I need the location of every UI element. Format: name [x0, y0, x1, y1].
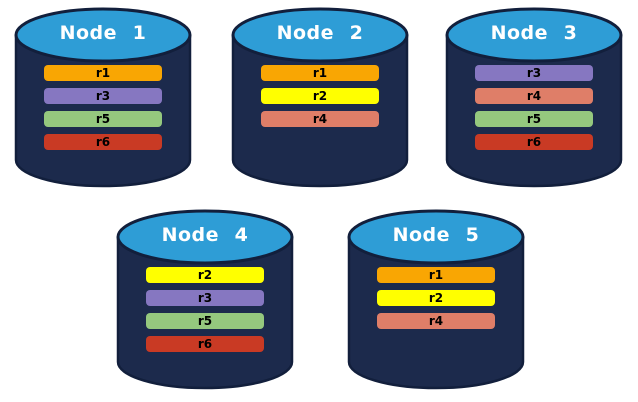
replica-bar: r1	[377, 267, 495, 283]
cylinder-outline	[116, 237, 294, 390]
replica-bar: r4	[261, 111, 379, 127]
cylinder-top	[349, 211, 523, 263]
cylinder-outline	[231, 35, 409, 188]
replica-bar: r5	[475, 111, 593, 127]
cylinder-top-outline	[14, 7, 192, 63]
node-cylinder-5: Node 5 r1 r2 r4	[345, 209, 527, 391]
replica-bar: r5	[44, 111, 162, 127]
replica-bar: r3	[44, 88, 162, 104]
replica-bar: r2	[146, 267, 264, 283]
node-label: Node 1	[59, 22, 147, 44]
cylinder-top-outline	[445, 7, 623, 63]
replica-bar: r1	[261, 65, 379, 81]
replica-list: r2 r3 r5 r6	[146, 267, 264, 359]
cylinder-top	[118, 211, 292, 263]
node-label: Node 5	[392, 224, 480, 246]
replica-bar: r3	[146, 290, 264, 306]
replica-bar: r2	[261, 88, 379, 104]
replica-list: r1 r3 r5 r6	[44, 65, 162, 157]
replica-bar: r1	[44, 65, 162, 81]
cylinder-top	[447, 9, 621, 61]
node-cylinder-4: Node 4 r2 r3 r5 r6	[114, 209, 296, 391]
replica-bar: r4	[475, 88, 593, 104]
node-label: Node 2	[276, 22, 364, 44]
cylinder-top-outline	[347, 209, 525, 265]
node-cylinder-1: Node 1 r1 r3 r5 r6	[12, 7, 194, 189]
cylinder-top-outline	[231, 7, 409, 63]
node-cylinder-3: Node 3 r3 r4 r5 r6	[443, 7, 625, 189]
replica-list: r3 r4 r5 r6	[475, 65, 593, 157]
replica-bar: r5	[146, 313, 264, 329]
cylinder-top-outline	[116, 209, 294, 265]
replica-bar: r6	[146, 336, 264, 352]
replica-list: r1 r2 r4	[377, 267, 495, 336]
replica-bar: r3	[475, 65, 593, 81]
replica-bar: r4	[377, 313, 495, 329]
replica-bar: r6	[475, 134, 593, 150]
replica-bar: r2	[377, 290, 495, 306]
cylinder-outline	[14, 35, 192, 188]
node-label: Node 4	[161, 224, 249, 246]
replica-list: r1 r2 r4	[261, 65, 379, 134]
node-label: Node 3	[490, 22, 578, 44]
cylinder-outline	[347, 237, 525, 390]
cylinder-top	[16, 9, 190, 61]
replica-bar: r6	[44, 134, 162, 150]
cylinder-outline	[445, 35, 623, 188]
cylinder-top	[233, 9, 407, 61]
node-cylinder-2: Node 2 r1 r2 r4	[229, 7, 411, 189]
